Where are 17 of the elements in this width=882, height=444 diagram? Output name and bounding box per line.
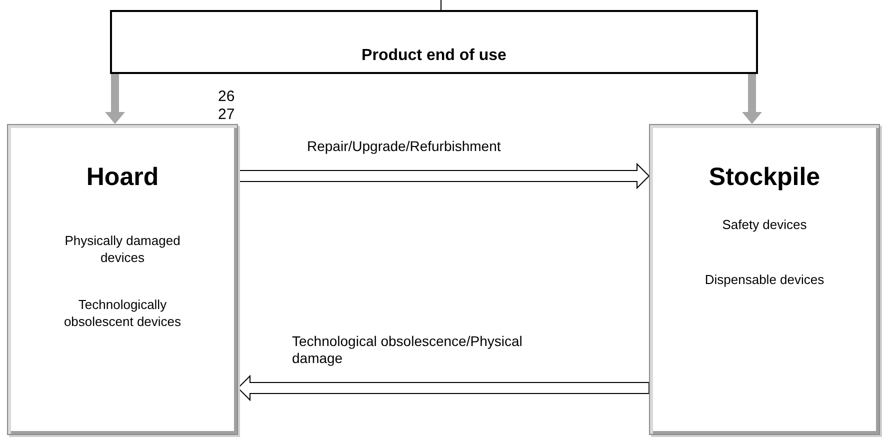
page-number: 26 [218, 88, 235, 105]
box-title: Stockpile [708, 162, 822, 193]
box-text: Technologically obsolescent devices [62, 297, 182, 331]
box-title: Product end of use [360, 46, 508, 66]
connector-line [440, 0, 442, 10]
block-arrow [237, 374, 650, 402]
category-box [649, 124, 880, 435]
category-box [7, 124, 238, 435]
block-arrow [238, 162, 650, 190]
page-number: 27 [218, 106, 235, 123]
stage-box [110, 10, 758, 74]
block-arrow [742, 74, 762, 124]
box-text: Physically damaged devices [64, 233, 182, 267]
box-title: Hoard [85, 162, 160, 193]
block-arrow [105, 74, 125, 124]
box-text: Safety devices [721, 217, 808, 234]
box-text: Dispensable devices [704, 272, 826, 289]
